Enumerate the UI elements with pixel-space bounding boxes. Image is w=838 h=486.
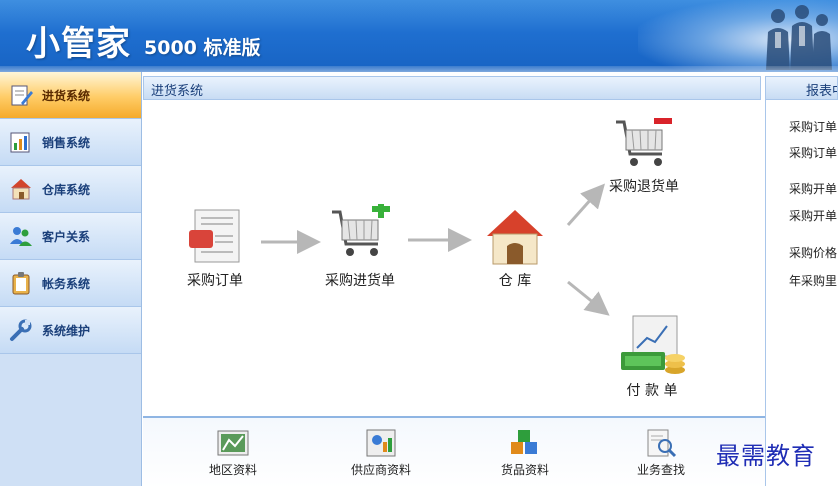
bar-chart-icon	[8, 129, 34, 155]
arrow-warehouse-to-return	[566, 183, 605, 226]
purchase-order-icon	[189, 209, 240, 263]
sidebar-item-label: 客户关系	[42, 229, 91, 244]
section-title-bar: 进货系统	[143, 76, 761, 100]
flow-node-purchase-order[interactable]: 采购订单	[187, 208, 243, 290]
cart-add-icon	[332, 204, 390, 256]
warehouse-icon	[8, 176, 34, 202]
payment-money-icon	[621, 315, 685, 374]
app-edition: 5000 标准版	[144, 37, 261, 59]
flow-node-purchase-return[interactable]: 采购退货单	[609, 116, 679, 196]
report-link[interactable]: 采购开单	[789, 209, 838, 223]
report-link[interactable]: 采购订单	[789, 120, 838, 134]
sidebar-item-customer[interactable]: 客户关系	[0, 213, 141, 260]
report-link[interactable]: 采购订单	[789, 146, 838, 160]
wrench-icon	[8, 317, 34, 343]
flow-node-purchase-receipt[interactable]: 采购进货单	[325, 204, 395, 290]
supplier-data-icon	[366, 429, 396, 457]
users-icon	[8, 223, 34, 249]
sidebar-item-warehouse[interactable]: 仓库系统	[0, 166, 141, 213]
goods-data-icon	[511, 430, 537, 454]
sidebar-item-sales[interactable]: 销售系统	[0, 119, 141, 166]
report-link[interactable]: 采购价格	[789, 246, 838, 260]
clipboard-icon	[8, 270, 34, 296]
app-name: 小管家	[26, 24, 131, 64]
sidebar-item-accounts[interactable]: 帐务系统	[0, 260, 141, 307]
arrow-warehouse-to-payment	[567, 280, 610, 316]
house-icon	[487, 210, 543, 265]
tool-label: 业务查找	[637, 463, 686, 477]
sidebar-item-label: 销售系统	[42, 135, 91, 150]
edit-document-icon	[8, 82, 34, 108]
flow-node-label: 采购进货单	[325, 273, 395, 289]
business-search-icon	[647, 429, 677, 458]
flow-arrows	[261, 183, 610, 316]
sidebar-item-maintenance[interactable]: 系统维护	[0, 307, 141, 354]
flow-node-label: 付 款 单	[626, 383, 678, 399]
tool-goods-data[interactable]: 货品资料	[501, 428, 549, 478]
section-title: 进货系统	[151, 84, 204, 99]
report-panel-title-bar: 报表中	[765, 76, 838, 100]
purchase-flow-panel: 采购订单 采购进货单 仓 库 采购退货单	[143, 100, 761, 416]
report-panel: 采购订单 采购订单 采购开单 采购开单 采购价格 年采购里	[765, 100, 838, 486]
flow-node-label: 仓 库	[498, 273, 532, 289]
sidebar-item-label: 进货系统	[42, 88, 91, 103]
flow-node-warehouse[interactable]: 仓 库	[485, 208, 545, 290]
sidebar-item-label: 仓库系统	[42, 182, 91, 197]
tool-label: 货品资料	[501, 463, 550, 477]
report-link[interactable]: 年采购里	[789, 274, 838, 288]
flow-node-label: 采购订单	[187, 273, 243, 289]
flow-node-label: 采购退货单	[609, 179, 679, 195]
flow-node-payment[interactable]: 付 款 单	[617, 314, 687, 400]
region-data-icon	[217, 430, 249, 456]
tool-supplier-data[interactable]: 供应商资料	[351, 428, 411, 478]
sidebar-item-label: 帐务系统	[42, 276, 91, 291]
watermark-text: 最需教育	[716, 442, 816, 470]
sidebar-item-label: 系统维护	[42, 323, 91, 338]
tool-region-data[interactable]: 地区资料	[209, 428, 257, 478]
sidebar: 进货系统 销售系统 仓库系统 客户关系 帐务系统 系统维护	[0, 72, 142, 486]
business-people-image	[766, 5, 832, 70]
tool-label: 供应商资料	[351, 463, 412, 477]
sidebar-item-purchase[interactable]: 进货系统	[0, 72, 141, 119]
report-panel-title: 报表中	[806, 84, 837, 99]
data-tools-bar: 地区资料 供应商资料 货品资料 业务查找	[143, 416, 765, 486]
tool-label: 地区资料	[209, 463, 258, 477]
app-header: 小管家 5000 标准版	[0, 0, 838, 72]
report-link[interactable]: 采购开单	[789, 182, 838, 196]
cart-return-icon	[616, 118, 672, 166]
tool-business-search[interactable]: 业务查找	[637, 428, 685, 478]
